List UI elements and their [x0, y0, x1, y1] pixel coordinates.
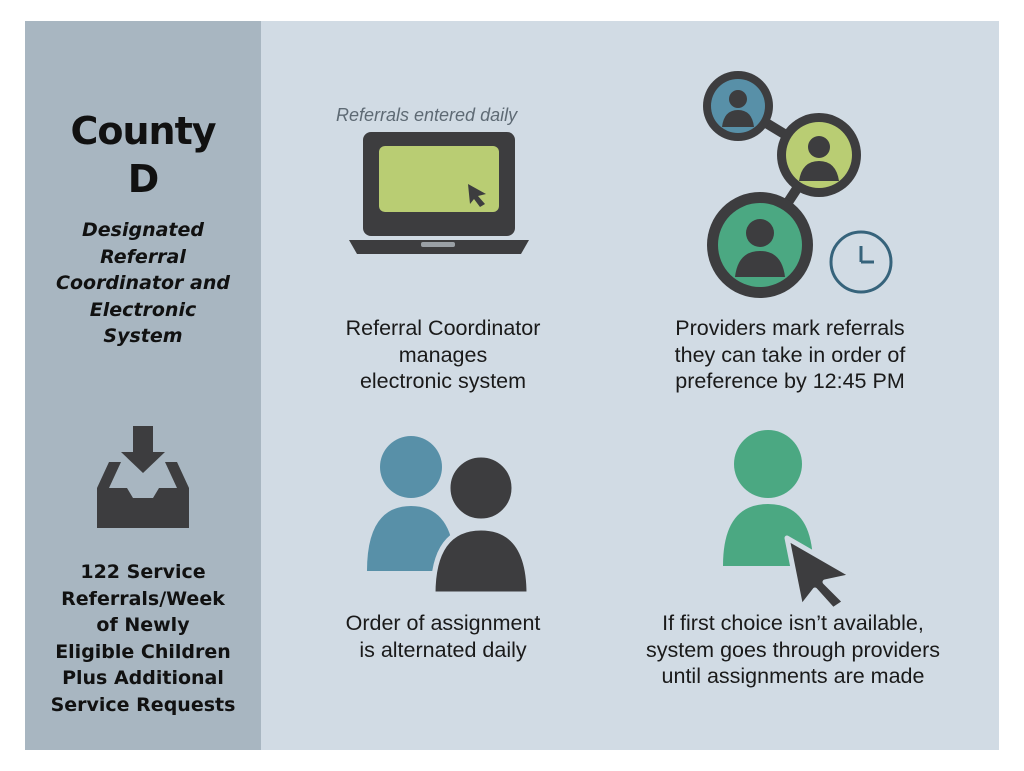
referral-stats: 122 Service Referrals/Week of Newly Elig…	[50, 561, 236, 716]
county-title: County D	[70, 109, 216, 201]
provider-large-icon	[707, 192, 813, 298]
laptop-cursor-icon	[349, 132, 529, 254]
person-teal-icon	[367, 436, 455, 571]
step3-caption: Order of assignment is alternated daily	[345, 611, 541, 662]
two-people-icon	[367, 436, 532, 597]
step2-caption: Providers mark referrals they can take i…	[674, 316, 906, 393]
person-dark-icon	[430, 452, 532, 597]
clock-icon	[829, 230, 893, 294]
step1-caption: Referral Coordinator manages electronic …	[345, 316, 541, 393]
infographic-frame: County D Designated Referral Coordinator…	[25, 21, 999, 750]
provider-small-icon	[703, 71, 773, 141]
provider-medium-icon	[777, 113, 861, 197]
person-cursor-icon	[723, 430, 856, 613]
connected-providers-clock-icon	[703, 71, 893, 298]
sidebar: County D Designated Referral Coordinator…	[25, 21, 261, 750]
inbox-download-icon	[97, 426, 189, 528]
county-subtitle: Designated Referral Coordinator and Elec…	[56, 219, 230, 347]
step4-caption: If first choice isn’t available, system …	[646, 611, 940, 688]
referrals-note: Referrals entered daily	[336, 105, 518, 125]
